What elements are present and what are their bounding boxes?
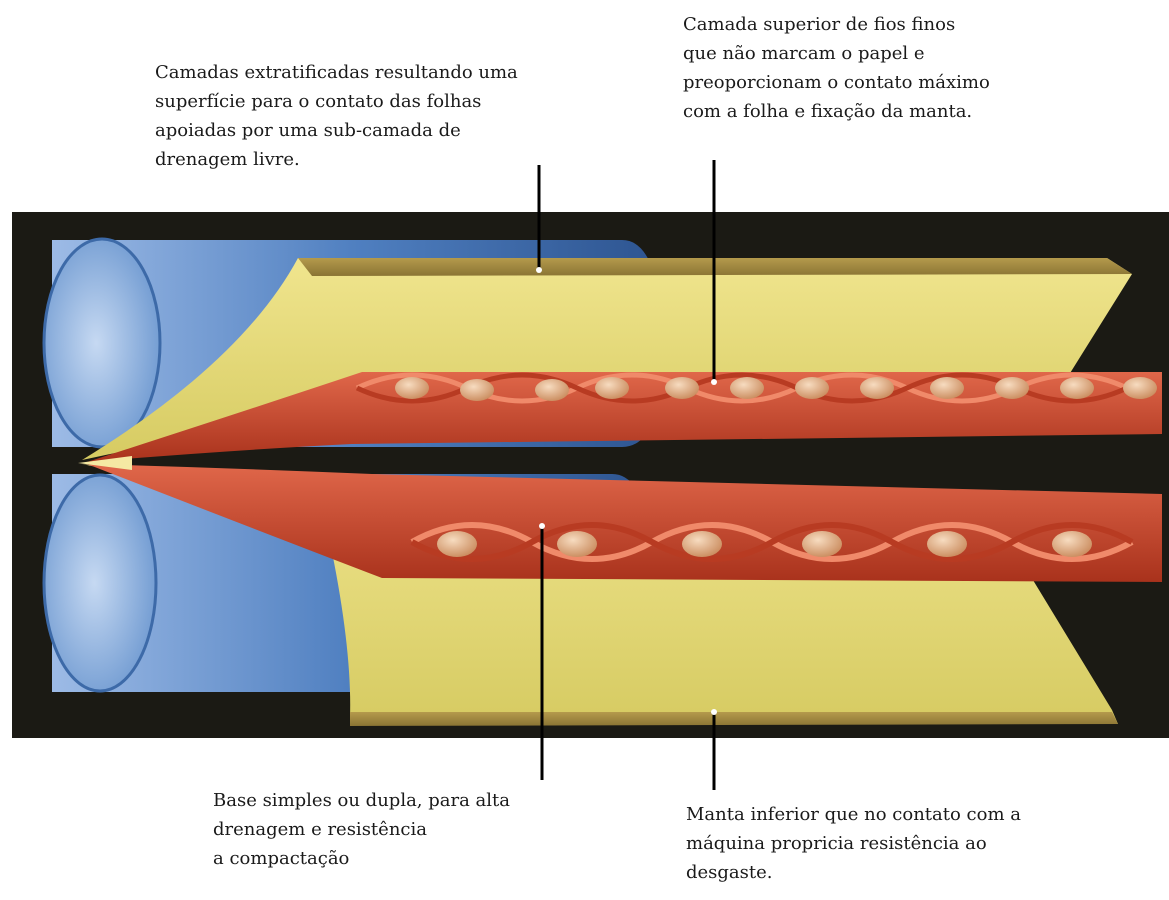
callout-line: que não marcam o papel e: [683, 39, 990, 68]
callout-line: Camadas extratificadas resultando uma: [155, 58, 518, 87]
callout-line: Camada superior de fios finos: [683, 10, 990, 39]
callout-line: preoporcionam o contato máximo: [683, 68, 990, 97]
callout-line: drenagem livre.: [155, 145, 518, 174]
press-felt-illustration: [12, 212, 1169, 738]
callout-line: a compactação: [213, 844, 510, 873]
callout-top-right: Camada superior de fios finos que não ma…: [683, 10, 990, 126]
callout-line: superfície para o contato das folhas: [155, 87, 518, 116]
callout-line: desgaste.: [686, 858, 1021, 887]
callout-top-left: Camadas extratificadas resultando uma su…: [155, 58, 518, 174]
callout-bottom-right: Manta inferior que no contato com a máqu…: [686, 800, 1021, 887]
callout-line: drenagem e resistência: [213, 815, 510, 844]
callout-line: máquina propricia resistência ao: [686, 829, 1021, 858]
callout-line: com a folha e fixação da manta.: [683, 97, 990, 126]
callout-line: apoiadas por uma sub-camada de: [155, 116, 518, 145]
callout-bottom-left: Base simples ou dupla, para alta drenage…: [213, 786, 510, 873]
callout-line: Manta inferior que no contato com a: [686, 800, 1021, 829]
callout-line: Base simples ou dupla, para alta: [213, 786, 510, 815]
